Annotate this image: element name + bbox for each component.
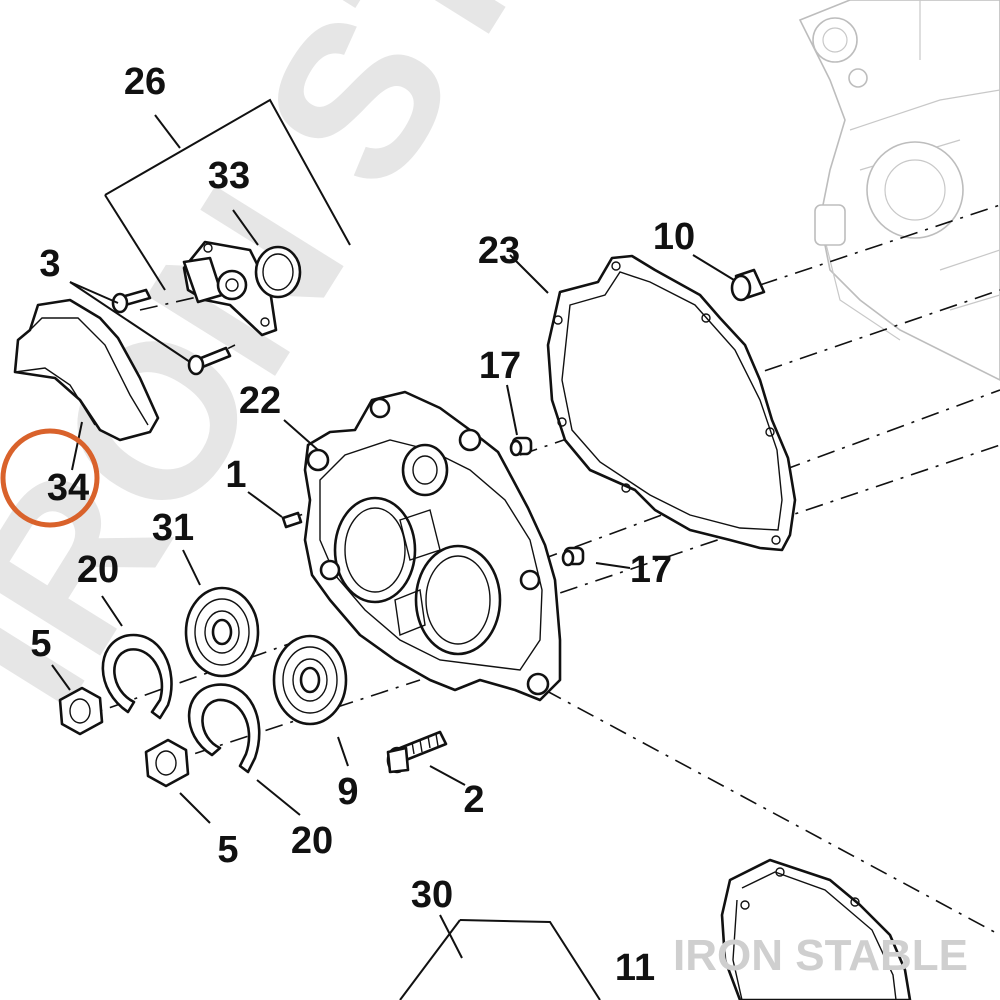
part-3-screws — [111, 288, 232, 376]
part-23-gasket — [546, 254, 797, 552]
callout-2: 2 — [463, 779, 484, 821]
part-17-dowels — [509, 436, 585, 567]
callout-10: 10 — [653, 216, 695, 258]
part-2-bolt — [386, 730, 448, 774]
part-9-bearing — [272, 634, 348, 726]
part-5-nuts — [58, 686, 190, 788]
callout-9: 9 — [337, 771, 358, 813]
callout-20-bottom: 20 — [291, 820, 333, 862]
part-34-cover — [13, 298, 160, 442]
part-31-bearing — [184, 586, 260, 678]
callout-5-bottom: 5 — [217, 829, 238, 871]
callout-3: 3 — [39, 243, 60, 285]
callout-31: 31 — [152, 507, 194, 549]
callout-26: 26 — [124, 61, 166, 103]
part-22-housing — [303, 390, 562, 702]
part-10-dowel — [730, 268, 766, 302]
callout-34: 34 — [47, 467, 89, 509]
part-20-snap-rings — [101, 633, 261, 774]
callout-11: 11 — [615, 947, 655, 989]
callout-22: 22 — [239, 380, 281, 422]
callout-17-top: 17 — [479, 345, 521, 387]
brand-watermark: IRON STABLE — [673, 931, 968, 980]
callout-33: 33 — [208, 155, 250, 197]
ghost-housing — [798, 0, 1000, 381]
callout-numbers: 26 33 3 23 10 17 22 1 34 31 20 5 17 9 2 … — [30, 61, 695, 989]
callout-20-top: 20 — [77, 549, 119, 591]
highlight-circle — [0, 428, 100, 528]
part-1-pin — [281, 511, 303, 529]
callout-30: 30 — [411, 874, 453, 916]
callout-5-top: 5 — [30, 623, 51, 665]
ghost-bottom-cover — [720, 858, 912, 1000]
leader-lines — [51, 98, 735, 1000]
part-26-sensor — [182, 240, 302, 337]
callout-1: 1 — [225, 454, 246, 496]
callout-23: 23 — [478, 230, 520, 272]
callout-17-right: 17 — [630, 549, 672, 591]
